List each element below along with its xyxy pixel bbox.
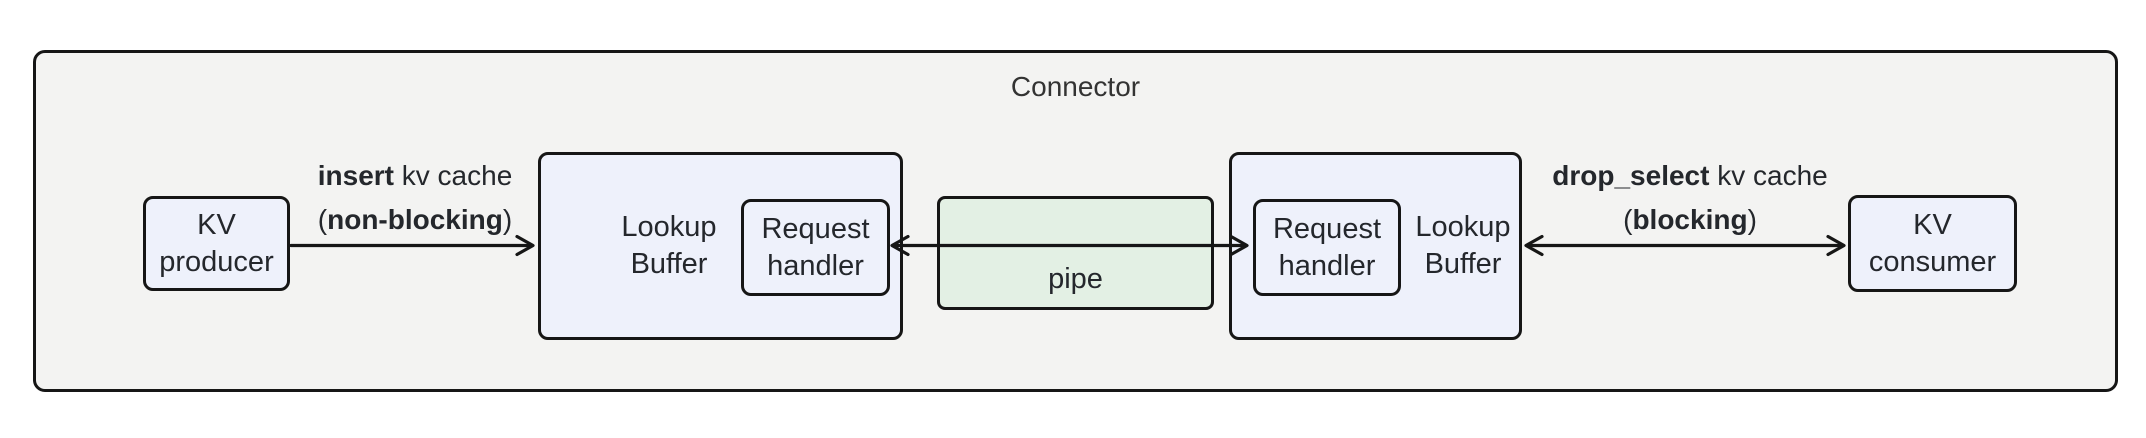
insert-label-paren-open: ( <box>317 204 328 235</box>
request-handler-right-line2: handler <box>1278 249 1376 282</box>
edge-label-insert: insert kv cache (non-blocking) <box>262 154 568 242</box>
lookup-buffer-right-line2: Buffer <box>1424 248 1502 280</box>
lookup-buffer-left-line2: Buffer <box>630 248 708 280</box>
pipe-label: pipe <box>1048 263 1103 295</box>
node-kv-consumer: KV consumer <box>1848 195 2017 292</box>
edge-label-drop-select: drop_select kv cache (blocking) <box>1537 154 1843 242</box>
node-request-handler-right: Request handler <box>1253 199 1401 296</box>
kv-producer-label-line2: producer <box>159 245 274 278</box>
drop-select-label-rest: kv cache <box>1709 160 1828 191</box>
drop-select-label-line1: drop_select kv cache <box>1537 154 1843 198</box>
request-handler-left-line2: handler <box>767 249 864 282</box>
node-request-handler-left: Request handler <box>741 199 890 296</box>
insert-label-rest: kv cache <box>393 160 513 191</box>
node-lookup-buffer-right: Request handler Lookup Buffer <box>1229 152 1522 340</box>
drop-select-label-bold: drop_select <box>1552 160 1710 191</box>
lookup-buffer-right-line1: Lookup <box>1415 211 1511 243</box>
drop-select-label-paren-close: ) <box>1747 204 1757 235</box>
kv-producer-label-line1: KV <box>197 208 236 241</box>
insert-label-bold2: non-blocking <box>327 204 503 235</box>
insert-label-line2: (non-blocking) <box>262 198 568 242</box>
drop-select-label-paren-open: ( <box>1623 204 1633 235</box>
drop-select-label-line2: (blocking) <box>1537 198 1843 242</box>
insert-label-line1: insert kv cache <box>262 154 568 198</box>
kv-consumer-label-line2: consumer <box>1868 245 1997 278</box>
lookup-buffer-left-line1: Lookup <box>621 211 717 243</box>
lookup-buffer-left-label: Lookup Buffer <box>579 209 759 283</box>
node-pipe: pipe <box>937 196 1214 310</box>
request-handler-right-line1: Request <box>1272 212 1381 245</box>
node-lookup-buffer-left: Lookup Buffer Request handler <box>538 152 903 340</box>
kv-consumer-label-line1: KV <box>1913 208 1952 241</box>
insert-label-paren-close: ) <box>502 204 513 235</box>
request-handler-left-line1: Request <box>761 212 870 245</box>
insert-label-bold: insert <box>317 160 394 191</box>
connector-title: Connector <box>1010 71 1141 102</box>
drop-select-label-bold2: blocking <box>1632 204 1748 235</box>
node-kv-producer: KV producer <box>143 196 290 291</box>
lookup-buffer-right-label: Lookup Buffer <box>1383 209 1543 283</box>
